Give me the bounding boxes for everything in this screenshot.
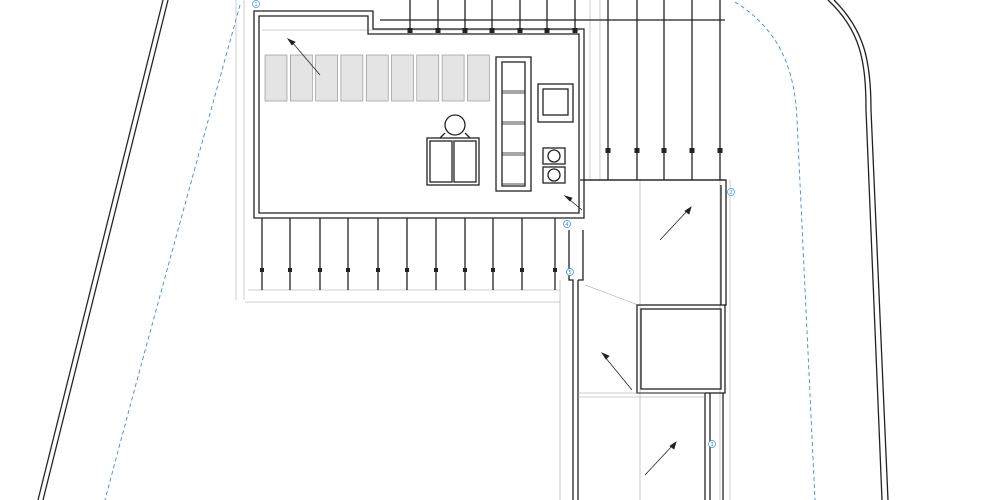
stair-flight — [501, 123, 526, 154]
column-post — [489, 28, 495, 33]
column-post — [462, 28, 468, 33]
column-post — [405, 268, 409, 272]
column-post — [717, 148, 723, 153]
column-post — [407, 28, 413, 33]
grid-marker-5: 5 — [566, 268, 574, 276]
grid-marker-4: 4 — [563, 220, 571, 228]
column-post — [434, 268, 438, 272]
grid-marker-2: 2 — [727, 188, 735, 196]
svg-text:3: 3 — [710, 442, 713, 448]
annex-roof-outline — [568, 179, 727, 500]
property-boundary-right — [734, 0, 889, 500]
solar-panel — [467, 54, 490, 102]
column-post — [634, 148, 640, 153]
pergola-beams-bottom — [260, 218, 557, 290]
svg-text:2: 2 — [729, 190, 732, 196]
svg-text:5: 5 — [568, 270, 571, 276]
column-post — [260, 268, 264, 272]
solar-panel-array — [264, 54, 490, 102]
solar-panel — [416, 54, 440, 102]
dimension-lines — [235, 0, 731, 500]
column-post — [463, 268, 467, 272]
solar-panel — [340, 54, 364, 102]
stair-flight — [501, 61, 526, 92]
column-post — [520, 268, 524, 272]
column-post — [517, 28, 523, 33]
column-post — [553, 268, 557, 272]
slope-arrows — [286, 38, 692, 476]
stair-flight — [501, 92, 526, 123]
column-post — [605, 148, 611, 153]
column-post — [544, 28, 550, 33]
solar-panel — [315, 54, 338, 102]
column-post — [288, 268, 292, 272]
column-post — [689, 148, 695, 153]
column-post — [491, 268, 495, 272]
solar-panel — [441, 54, 465, 102]
solar-panel — [391, 54, 414, 102]
water-tank — [426, 114, 480, 186]
column-post — [376, 268, 380, 272]
solar-panel — [289, 54, 313, 102]
stair-flight — [501, 154, 526, 185]
solar-panel — [264, 54, 288, 102]
solar-panel — [365, 54, 389, 102]
skylight-box — [537, 83, 574, 123]
column-post — [318, 268, 322, 272]
column-post — [346, 268, 350, 272]
grid-marker-3: 3 — [708, 440, 716, 448]
pergola-beams-top — [407, 0, 723, 180]
column-post — [572, 28, 578, 33]
column-post — [435, 28, 441, 33]
property-boundary-left — [37, 0, 241, 500]
svg-text:4: 4 — [565, 222, 568, 228]
main-roof-outline — [253, 10, 585, 219]
svg-text:1: 1 — [254, 2, 257, 8]
column-post — [661, 148, 667, 153]
ac-units — [542, 147, 566, 184]
staircase — [495, 56, 532, 192]
grid-marker-1: 1 — [252, 0, 260, 8]
